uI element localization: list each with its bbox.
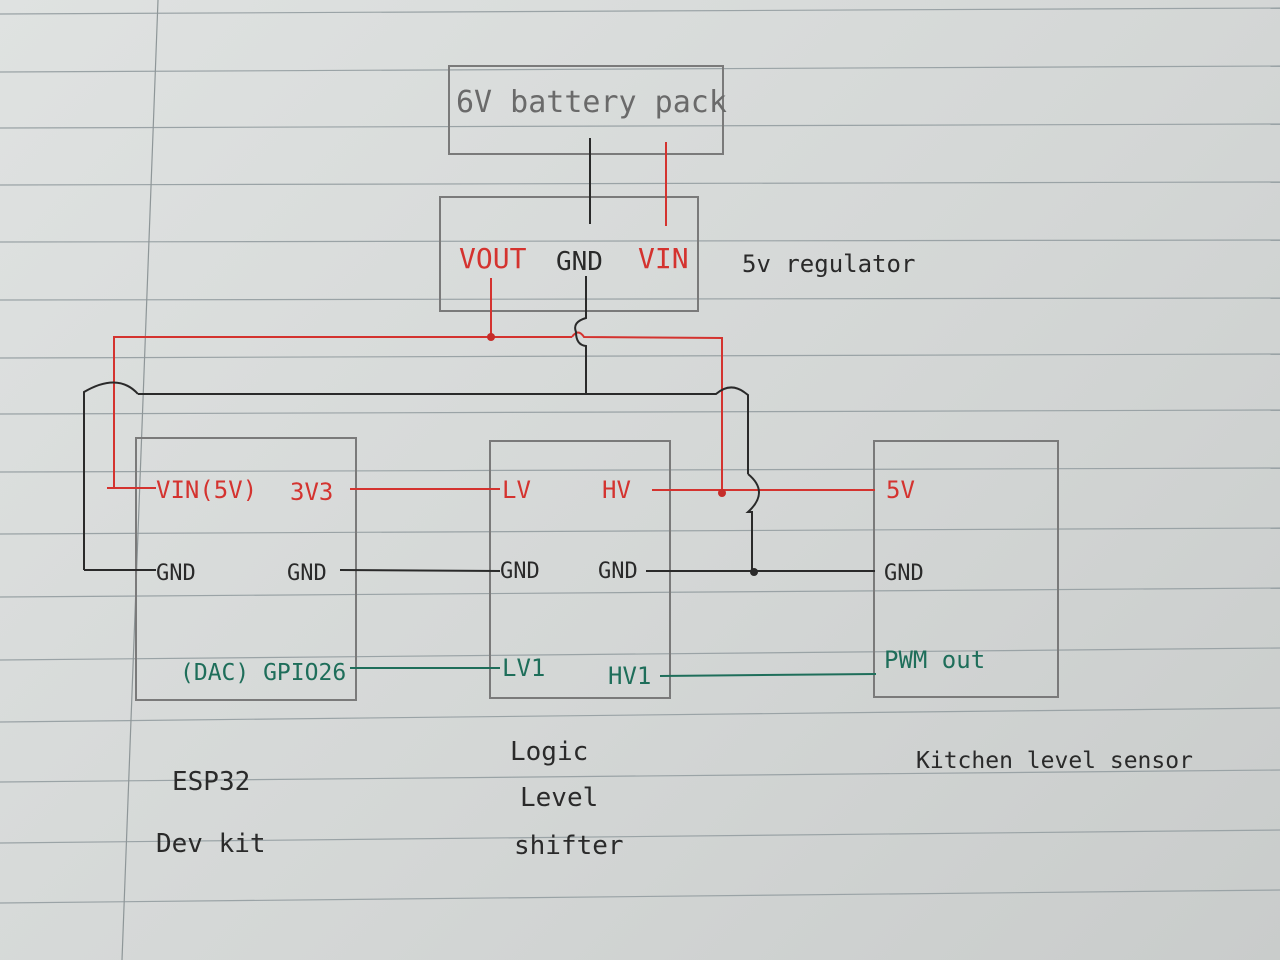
shifter-lv-pin: LV	[502, 476, 531, 504]
ruled-lines	[0, 7, 1280, 904]
sensor-label: Kitchen level sensor	[916, 748, 1193, 774]
regulator-box	[439, 196, 699, 312]
junction-gnd	[750, 568, 758, 576]
sensor-5v-pin: 5V	[886, 476, 915, 504]
shifter-hv1-pin: HV1	[608, 662, 651, 690]
junction-hv	[718, 489, 726, 497]
esp32-3v3-pin: 3V3	[290, 478, 333, 506]
battery-box	[448, 65, 724, 155]
esp32-label-line1: ESP32	[172, 767, 250, 797]
esp32-gnd-right-pin: GND	[287, 561, 327, 586]
regulator-vin-pin: VIN	[638, 242, 689, 275]
sensor-gnd-pin: GND	[884, 561, 924, 586]
esp32-gpio-pin: (DAC) GPIO26	[180, 660, 346, 686]
battery-label: 6V battery pack	[456, 85, 727, 120]
regulator-gnd-pin: GND	[556, 247, 603, 277]
power-wires	[107, 278, 875, 493]
sensor-box	[873, 440, 1059, 698]
regulator-label: 5v regulator	[742, 250, 915, 278]
junction-vout	[487, 333, 495, 341]
esp32-label-line2: Dev kit	[156, 829, 266, 859]
shifter-label-line2: Level	[520, 783, 598, 813]
regulator-vout-pin: VOUT	[459, 242, 527, 275]
esp32-vin-pin: VIN(5V)	[156, 476, 257, 504]
component-boxes	[135, 65, 1059, 701]
ground-wires	[83, 276, 875, 572]
sensor-pwm-pin: PWM out	[884, 646, 985, 674]
shifter-label-line1: Logic	[510, 737, 588, 767]
shifter-gnd-left-pin: GND	[500, 559, 540, 584]
shifter-label-line3: shifter	[514, 831, 624, 861]
margin-line	[121, 0, 159, 960]
shifter-lv1-pin: LV1	[502, 654, 545, 682]
esp32-gnd-left-pin: GND	[156, 561, 196, 586]
shifter-hv-pin: HV	[602, 476, 631, 504]
shifter-box	[489, 440, 671, 699]
signal-wires	[350, 667, 877, 677]
shifter-gnd-right-pin: GND	[598, 559, 638, 584]
